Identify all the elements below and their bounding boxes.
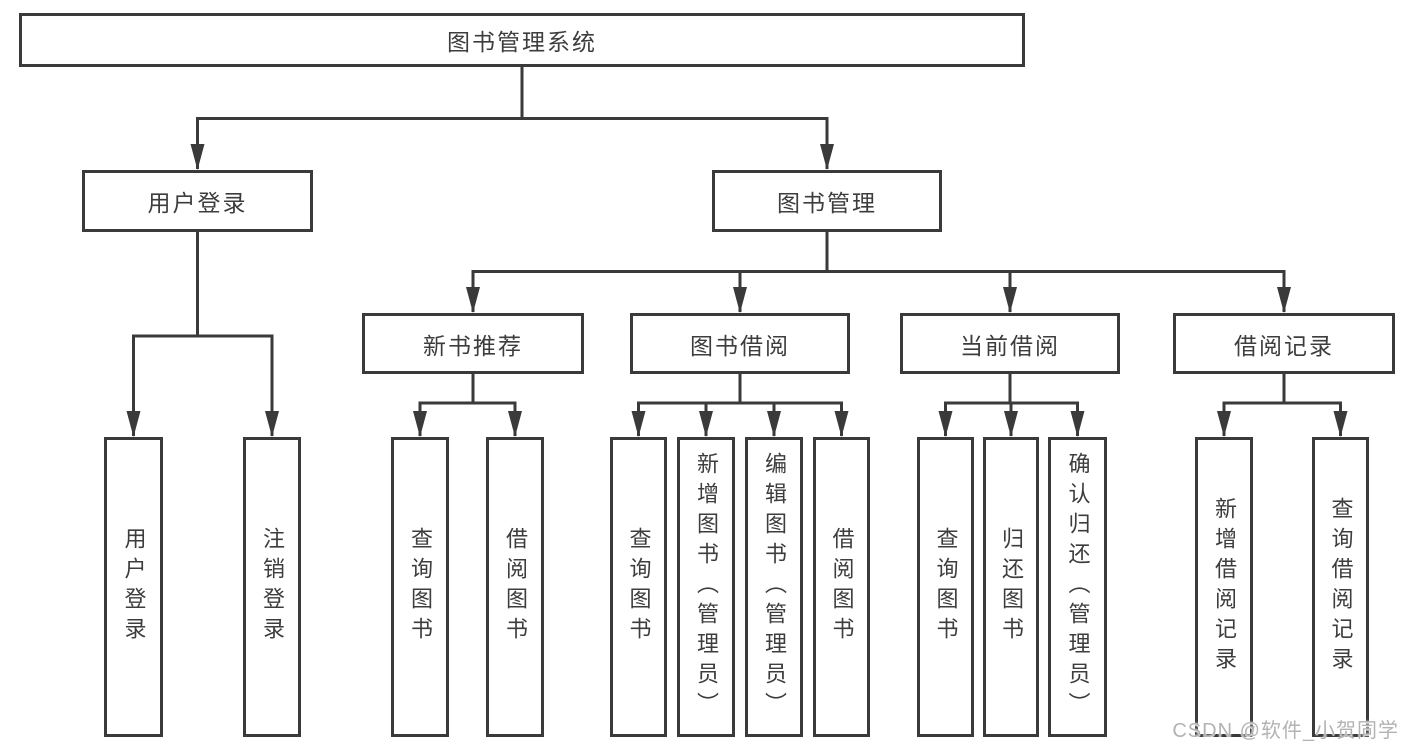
node-label: 用户登录: [147, 190, 248, 216]
node-label: 归还图书: [999, 527, 1024, 647]
node-label: 注销登录: [260, 527, 285, 647]
connector-borrow-record-children: [1217, 374, 1348, 437]
node-label: 借阅图书: [829, 527, 855, 647]
leaf-user-login: 用户登录: [104, 437, 163, 737]
node-new-book-recommend: 新书推荐: [362, 313, 584, 374]
connector-book-borrow-children: [631, 374, 849, 437]
connector-new-book-rec-children: [413, 374, 522, 437]
leaf-cb-query-books: 查询图书: [917, 437, 974, 737]
node-label: 借阅记录: [1234, 332, 1334, 359]
node-label: 查询图书: [626, 527, 652, 647]
node-label: 图书管理系统: [447, 29, 597, 55]
leaf-cb-confirm-return-admin: 确认归还（管理员）: [1048, 437, 1107, 737]
node-current-borrowing: 当前借阅: [900, 313, 1120, 374]
leaf-cb-return-books: 归还图书: [983, 437, 1039, 737]
csdn-watermark: CSDN @软件_小贺同学: [1172, 720, 1399, 742]
leaf-bb-borrow-books: 借阅图书: [813, 437, 870, 737]
leaf-logout: 注销登录: [243, 437, 301, 737]
node-label: 当前借阅: [960, 332, 1060, 359]
node-label: 借阅图书: [503, 527, 528, 647]
node-label: 新增图书（管理员）: [694, 452, 719, 722]
leaf-bb-query-books: 查询图书: [610, 437, 667, 737]
node-label: 新书推荐: [423, 332, 523, 359]
leaf-br-query-record: 查询借阅记录: [1312, 437, 1369, 737]
connector-user-login-children: [126, 232, 279, 437]
node-label: 查询图书: [408, 527, 433, 647]
node-label: 图书管理: [777, 190, 877, 216]
leaf-rec-query-books: 查询图书: [391, 437, 449, 737]
leaf-br-add-record: 新增借阅记录: [1195, 437, 1253, 737]
node-label: 查询借阅记录: [1328, 497, 1354, 677]
connector-book-mgmt-children: [466, 232, 1291, 313]
node-label: 用户登录: [121, 527, 147, 647]
node-label: 编辑图书（管理员）: [762, 452, 787, 722]
connector-current-borrow-children: [938, 374, 1085, 437]
connector-root-to-level2: [190, 67, 834, 170]
leaf-bb-edit-books-admin: 编辑图书（管理员）: [745, 437, 803, 737]
node-borrowing-records: 借阅记录: [1173, 313, 1395, 374]
leaf-bb-add-books-admin: 新增图书（管理员）: [677, 437, 735, 737]
node-label: 查询图书: [933, 527, 959, 647]
leaf-rec-borrow-books: 借阅图书: [486, 437, 544, 737]
node-label: 新增借阅记录: [1212, 497, 1237, 677]
node-user-login: 用户登录: [82, 170, 313, 232]
node-label: 图书借阅: [690, 332, 790, 359]
node-label: 确认归还（管理员）: [1065, 452, 1091, 722]
node-book-management: 图书管理: [712, 170, 942, 232]
node-system-root: 图书管理系统: [19, 13, 1025, 67]
node-book-borrowing: 图书借阅: [630, 313, 850, 374]
